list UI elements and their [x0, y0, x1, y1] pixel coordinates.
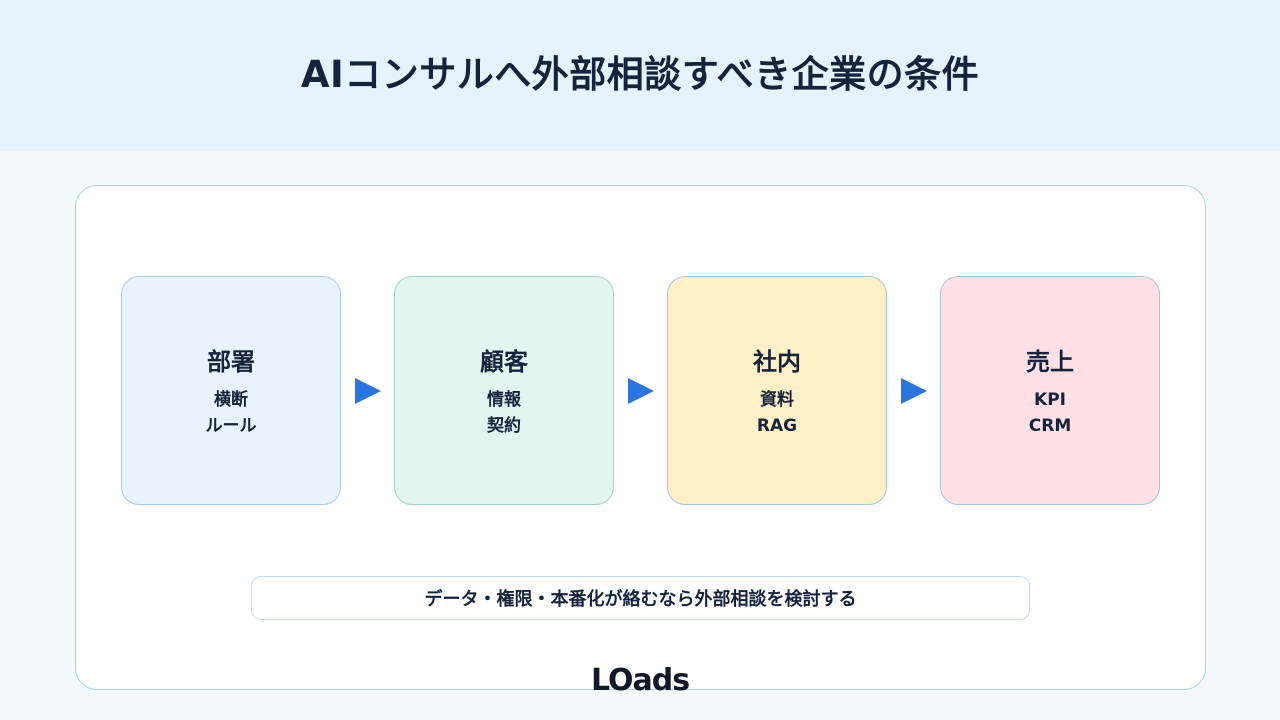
arrow-shape — [628, 378, 654, 404]
card-customer: 顧客 情報 契約 — [394, 276, 614, 505]
arrow-right-icon — [901, 378, 927, 404]
card-title: 部署 — [207, 348, 255, 376]
card-department: 部署 横断 ルール — [121, 276, 341, 505]
brand-logo: LOads — [590, 662, 690, 698]
card-line: RAG — [756, 416, 798, 436]
card-line: KPI — [1034, 390, 1066, 410]
page-title: AIコンサルへ外部相談すべき企業の条件 — [300, 52, 980, 96]
card-title: 顧客 — [480, 348, 528, 376]
card-line: 横断 — [214, 390, 248, 410]
header-band: AIコンサルへ外部相談すべき企業の条件 — [0, 0, 1280, 151]
card-line: 情報 — [487, 390, 521, 410]
arrow-shape — [901, 378, 927, 404]
card-sales: 売上 KPI CRM — [940, 276, 1160, 505]
summary-note: データ・権限・本番化が絡むなら外部相談を検討する — [251, 576, 1030, 620]
card-line: ルール — [205, 416, 257, 436]
card-title: 社内 — [753, 348, 801, 376]
card-line: 資料 — [760, 390, 794, 410]
arrow-shape — [355, 378, 381, 404]
arrow-right-icon — [628, 378, 654, 404]
card-line: 契約 — [487, 416, 521, 436]
card-internal: 社内 資料 RAG — [667, 276, 887, 505]
card-line: CRM — [1028, 416, 1072, 436]
arrow-right-icon — [355, 378, 381, 404]
card-title: 売上 — [1026, 348, 1074, 376]
